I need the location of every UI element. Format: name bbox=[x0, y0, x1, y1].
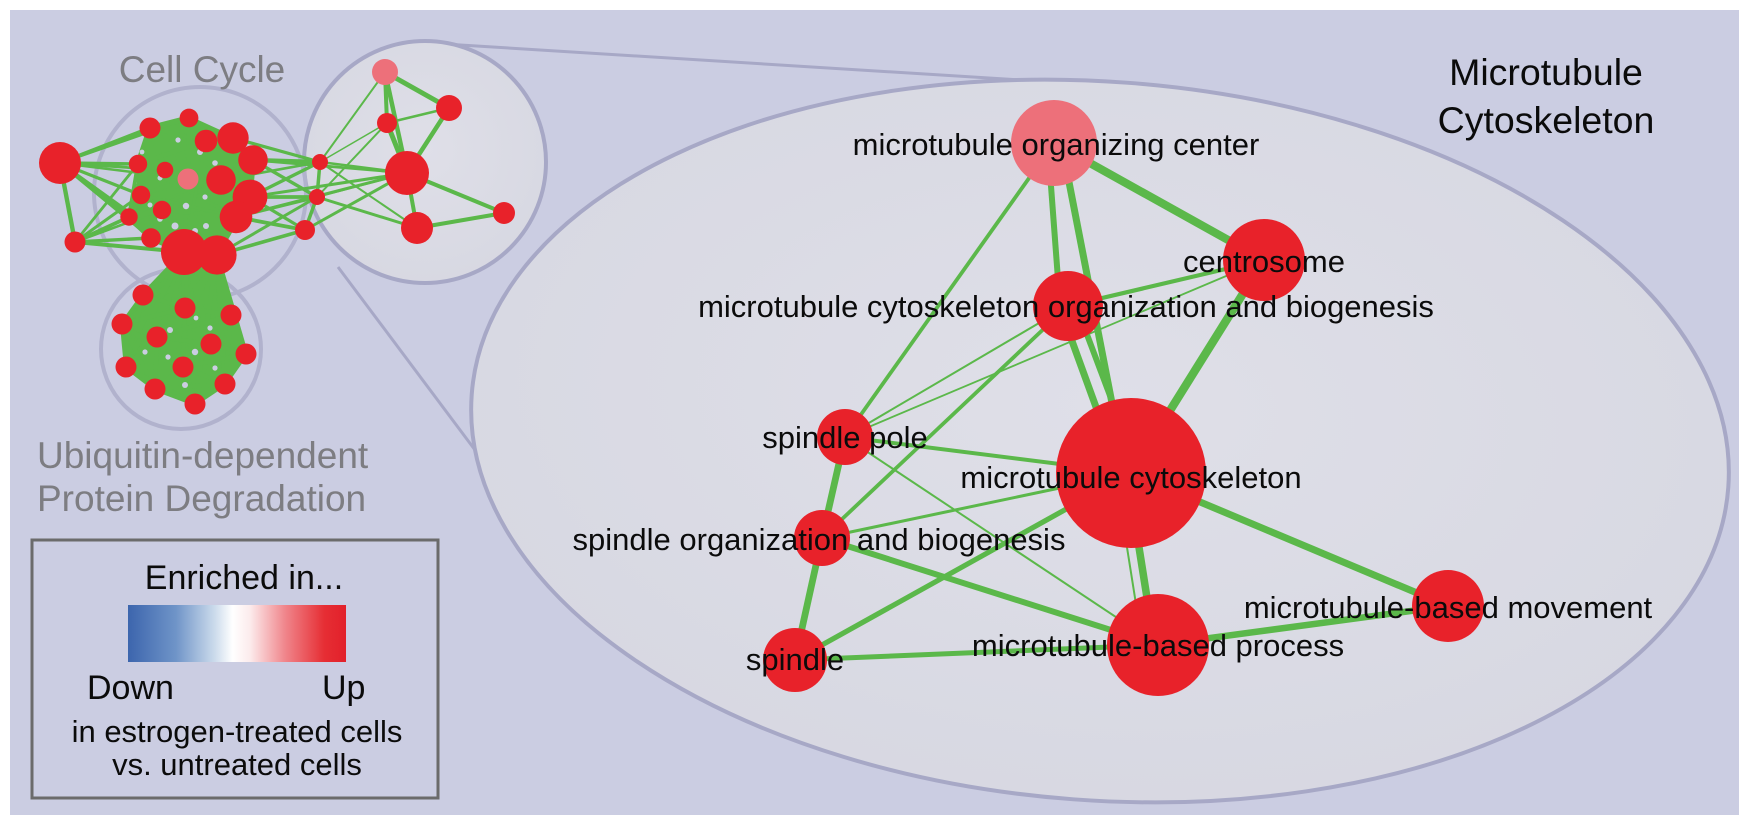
svg-text:Cytoskeleton: Cytoskeleton bbox=[1438, 99, 1655, 141]
svg-text:microtubule cytoskeleton: microtubule cytoskeleton bbox=[960, 460, 1301, 495]
svg-text:microtubule cytoskeleton organ: microtubule cytoskeleton organization an… bbox=[698, 289, 1434, 324]
svg-text:microtubule organizing center: microtubule organizing center bbox=[853, 127, 1260, 162]
svg-text:vs. untreated cells: vs. untreated cells bbox=[112, 747, 362, 782]
svg-text:Ubiquitin-dependent: Ubiquitin-dependent bbox=[37, 435, 369, 476]
svg-text:Enriched in...: Enriched in... bbox=[145, 559, 343, 597]
svg-text:spindle: spindle bbox=[746, 642, 844, 677]
svg-text:in estrogen-treated cells: in estrogen-treated cells bbox=[72, 714, 403, 749]
svg-text:microtubule-based movement: microtubule-based movement bbox=[1244, 590, 1653, 625]
svg-text:spindle pole: spindle pole bbox=[762, 420, 927, 455]
svg-text:spindle organization and bioge: spindle organization and biogenesis bbox=[573, 522, 1066, 557]
svg-text:Microtubule: Microtubule bbox=[1449, 51, 1643, 93]
svg-text:Down: Down bbox=[87, 669, 174, 707]
svg-text:Cell Cycle: Cell Cycle bbox=[119, 49, 286, 90]
svg-text:Up: Up bbox=[322, 669, 365, 707]
svg-text:centrosome: centrosome bbox=[1183, 244, 1345, 279]
svg-text:microtubule-based process: microtubule-based process bbox=[972, 628, 1344, 663]
svg-text:Protein Degradation: Protein Degradation bbox=[37, 478, 366, 519]
